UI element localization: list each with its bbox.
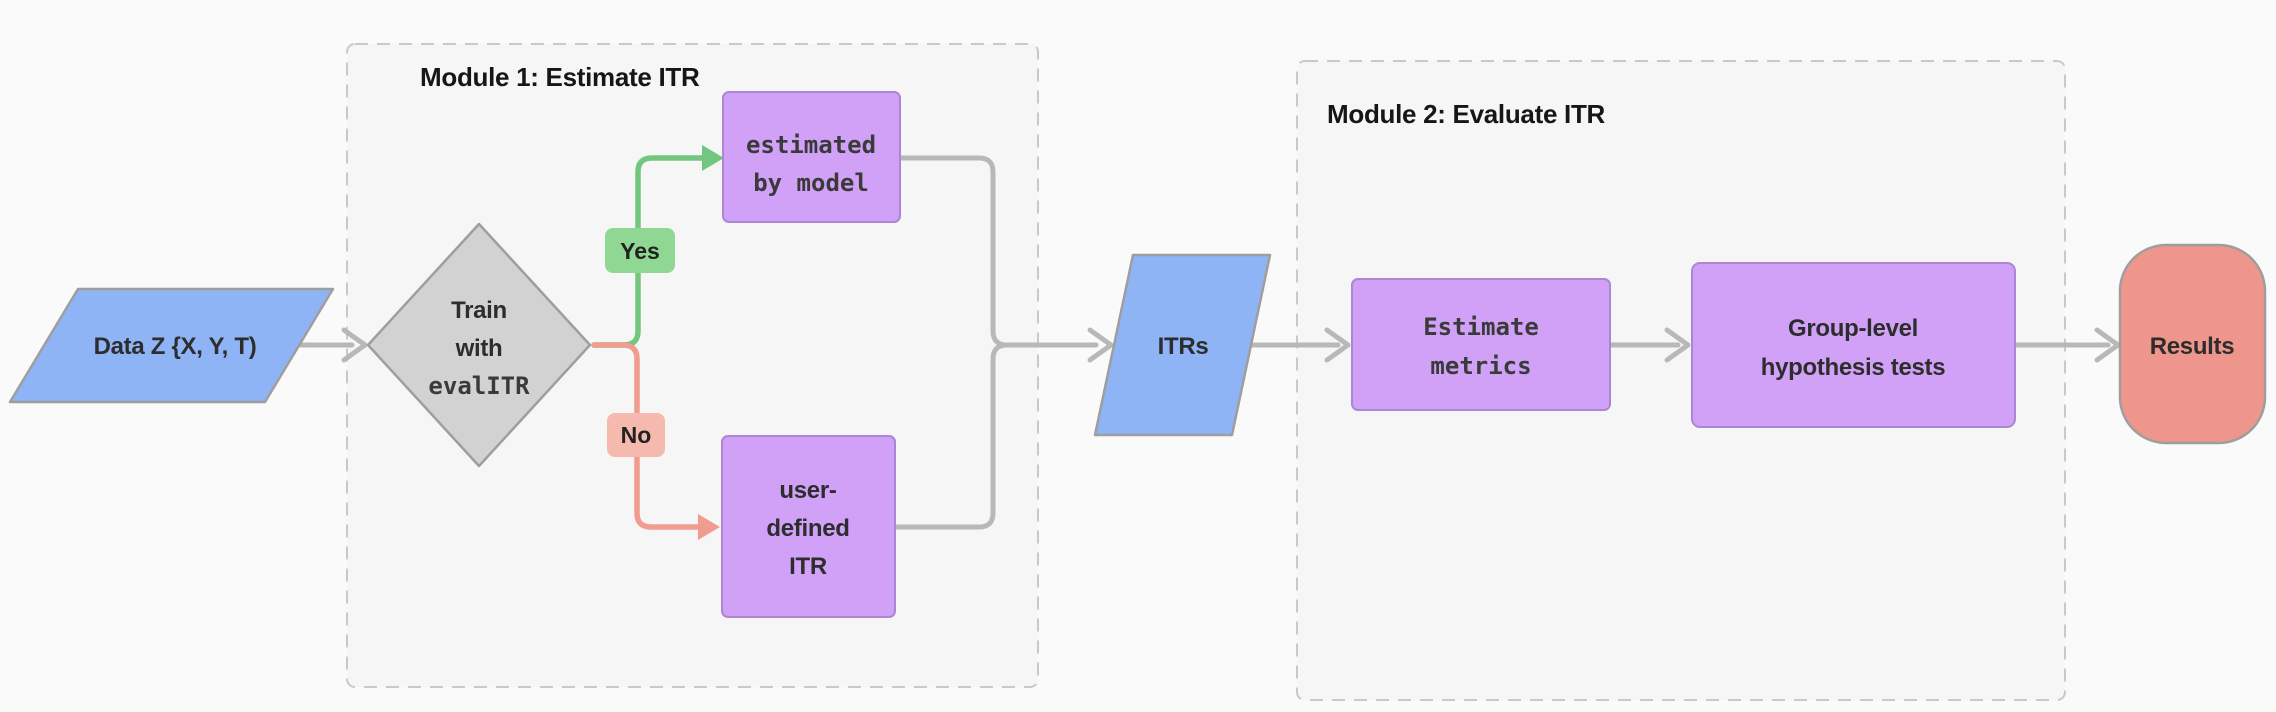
- yes-badge-label: Yes: [620, 238, 660, 264]
- salmon-arrowhead-icon: [698, 514, 720, 540]
- edge-label-yes: Yes: [605, 228, 675, 273]
- node-estimated-by-model: estimated by model: [722, 91, 901, 223]
- node-results-label: Results: [2150, 333, 2235, 360]
- green-arrowhead-icon: [702, 145, 724, 171]
- edge-grouptests-to-results: [2012, 327, 2121, 363]
- node-userdefined-line1: user-: [779, 477, 836, 504]
- node-estimate-metrics: Estimate metrics: [1351, 278, 1611, 411]
- node-metrics-line1: Estimate: [1423, 313, 1539, 341]
- node-results: Results: [2118, 243, 2267, 445]
- node-train-line1: Train: [451, 297, 507, 324]
- node-train-decision: Train with evalITR: [366, 222, 592, 468]
- node-group-tests: Group-level hypothesis tests: [1691, 262, 2016, 428]
- node-itrs: ITRs: [1093, 253, 1272, 437]
- node-train-line2: with: [455, 335, 503, 362]
- node-userdefined-line3: ITR: [789, 553, 827, 580]
- module-2-box: [1296, 60, 2066, 701]
- module-1-title: Module 1: Estimate ITR: [420, 62, 700, 92]
- node-userdefined-line2: defined: [766, 515, 849, 542]
- edge-itrs-to-metrics: [1248, 327, 1351, 363]
- node-data-input-label: Data Z {X, Y, T): [94, 333, 257, 360]
- node-estimated-line2: by model: [753, 169, 869, 197]
- edge-userdefined-to-itrs: [892, 342, 1010, 530]
- no-badge-label: No: [621, 422, 652, 448]
- module-2-title: Module 2: Evaluate ITR: [1327, 99, 1606, 129]
- node-data-input: Data Z {X, Y, T): [8, 287, 335, 404]
- node-train-line3: evalITR: [428, 372, 530, 400]
- node-metrics-line2: metrics: [1430, 352, 1531, 380]
- node-itrs-label: ITRs: [1158, 333, 1209, 360]
- node-grouptests-line1: Group-level: [1788, 315, 1918, 342]
- module-2-group: Module 2: Evaluate ITR: [1296, 60, 2066, 701]
- edge-estimated-to-itrs: [897, 155, 1010, 348]
- node-user-defined-itr: user- defined ITR: [721, 435, 896, 618]
- edge-merge-to-itrs: [1002, 327, 1114, 363]
- edge-metrics-to-grouptests: [1607, 327, 1691, 363]
- node-estimated-line1: estimated: [746, 131, 876, 159]
- edge-data-to-train: [297, 327, 368, 363]
- edge-label-no: No: [607, 413, 665, 457]
- node-grouptests-line2: hypothesis tests: [1761, 354, 1946, 381]
